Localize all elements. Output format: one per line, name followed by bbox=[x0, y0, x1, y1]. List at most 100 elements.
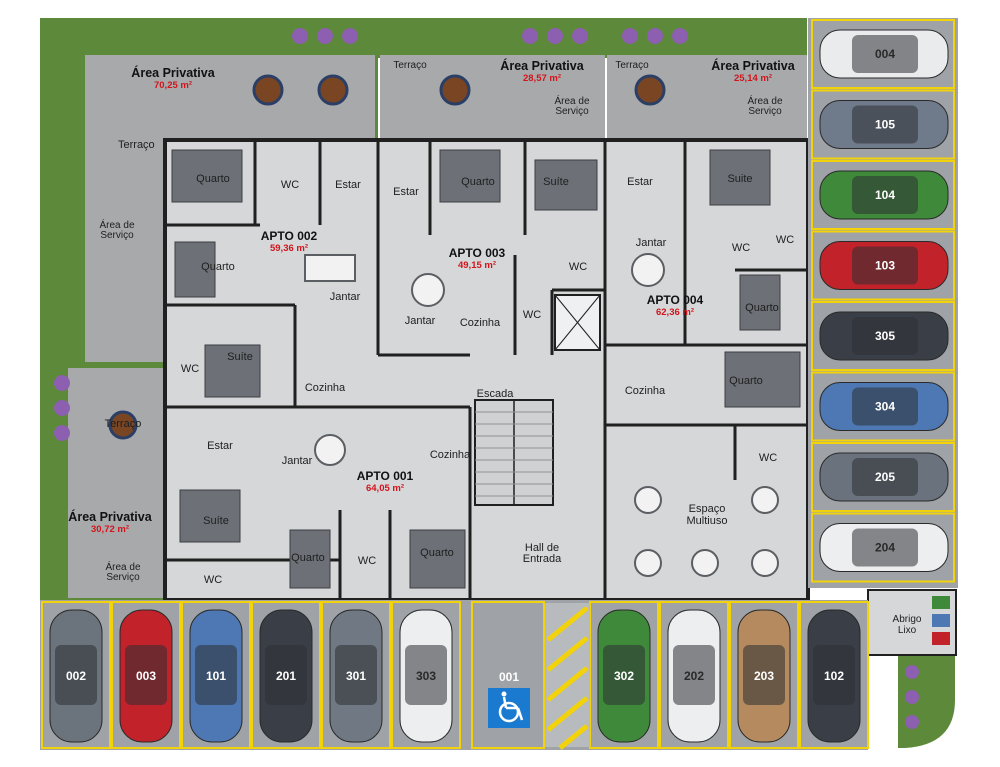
cozinha-label-003: Cozinha bbox=[460, 317, 501, 329]
car-102: 102 bbox=[807, 609, 861, 743]
terraco-label-003: Terraço bbox=[393, 60, 427, 71]
parking-slot-003 bbox=[111, 601, 181, 749]
quarto-label-004b: Quarto bbox=[729, 375, 763, 387]
parking-slot-103 bbox=[811, 230, 955, 301]
private-area-title-002: Área Privativa bbox=[131, 65, 215, 80]
wc-label-004b: WC bbox=[776, 234, 794, 246]
parking-number-202: 202 bbox=[684, 669, 704, 683]
servico-label-002a: Área de bbox=[99, 218, 134, 231]
car-204: 204 bbox=[819, 523, 949, 572]
parking-slot-303 bbox=[391, 601, 461, 749]
terraco-label-002: Terraço bbox=[118, 139, 155, 151]
private-area-value-001: 30,72 m² bbox=[91, 524, 129, 535]
wc-label-003a: WC bbox=[569, 261, 587, 273]
wc-label-003b: WC bbox=[523, 309, 541, 321]
parking-slot-301 bbox=[321, 601, 391, 749]
garbage-shelter bbox=[867, 589, 957, 656]
parking-number-305: 305 bbox=[875, 329, 895, 343]
car-205: 205 bbox=[819, 452, 949, 502]
car-302: 302 bbox=[597, 609, 651, 743]
patio-table-icon bbox=[108, 74, 666, 440]
private-area-labels: Área Privativa 70,25 m² Área Privativa 2… bbox=[68, 58, 795, 535]
private-area-title-004: Área Privativa bbox=[711, 58, 795, 73]
hall-label-2: Entrada bbox=[523, 553, 562, 565]
parking-slot-104 bbox=[811, 160, 955, 230]
parking-number-103: 103 bbox=[875, 259, 895, 273]
parking-number-204: 204 bbox=[875, 541, 895, 555]
car-301: 301 bbox=[329, 609, 383, 743]
car-103: 103 bbox=[819, 241, 949, 290]
building-floor bbox=[163, 138, 810, 602]
parking-slot-101 bbox=[181, 601, 251, 749]
abrigo-label-1: Abrigo bbox=[893, 614, 922, 625]
car-201: 201 bbox=[259, 609, 313, 743]
private-area-value-003: 28,57 m² bbox=[523, 73, 561, 84]
servico-label-003a: Área de bbox=[554, 94, 589, 107]
parking-number-101: 101 bbox=[206, 669, 226, 683]
parking-number-004: 004 bbox=[875, 47, 895, 61]
terraco-label-004: Terraço bbox=[615, 60, 649, 71]
private-area-title-003: Área Privativa bbox=[500, 58, 584, 73]
espaco-label-1: Espaço bbox=[689, 503, 726, 515]
bed-icon bbox=[171, 149, 801, 589]
wc-label-multi: WC bbox=[759, 452, 777, 464]
cozinha-label-001: Cozinha bbox=[430, 449, 471, 461]
parking-number-301: 301 bbox=[346, 669, 366, 683]
parking-slot-202 bbox=[659, 601, 729, 749]
apto-003-title: APTO 003 bbox=[449, 246, 506, 260]
parking-number-102: 102 bbox=[824, 669, 844, 683]
servico-label-003b: Serviço bbox=[555, 106, 589, 117]
parking-slot-105 bbox=[811, 89, 955, 160]
quarto-label-001b: Quarto bbox=[420, 547, 454, 559]
suite-label-003: Suíte bbox=[543, 176, 569, 188]
car-105: 105 bbox=[819, 100, 949, 149]
wheelchair-icon bbox=[488, 688, 530, 728]
estar-label-001: Estar bbox=[207, 440, 233, 452]
jantar-label-001: Jantar bbox=[282, 455, 313, 467]
car-104: 104 bbox=[819, 170, 949, 220]
wc-label-002b: WC bbox=[181, 363, 199, 375]
parking-slot-204 bbox=[811, 512, 955, 583]
apto-002-title: APTO 002 bbox=[261, 229, 318, 243]
parking-slot-002 bbox=[41, 601, 111, 749]
parking-right: 004 105 104 103 305 304 205 204 bbox=[808, 18, 958, 588]
parking-number-304: 304 bbox=[875, 400, 895, 414]
parking-number-104: 104 bbox=[875, 188, 895, 202]
apto-004-area: 62,36 m² bbox=[656, 307, 694, 318]
parking-slot-201 bbox=[251, 601, 321, 749]
elevator-icon bbox=[554, 294, 601, 351]
apto-002-area: 59,36 m² bbox=[270, 243, 308, 254]
estar-label-002: Estar bbox=[335, 179, 361, 191]
estar-label-003: Estar bbox=[393, 186, 419, 198]
servico-label-002b: Serviço bbox=[100, 230, 134, 241]
car-305: 305 bbox=[819, 311, 949, 361]
parking-slot-102 bbox=[799, 601, 869, 749]
car-002: 002 bbox=[49, 609, 103, 743]
abrigo-label-2: Lixo bbox=[898, 625, 917, 636]
quarto-label-002b: Quarto bbox=[201, 261, 235, 273]
parking-number-002: 002 bbox=[66, 669, 86, 683]
wc-label-004a: WC bbox=[732, 242, 750, 254]
car-303: 303 bbox=[399, 609, 453, 743]
car-203: 203 bbox=[737, 609, 791, 743]
stairs-icon bbox=[474, 399, 554, 506]
apto-003-area: 49,15 m² bbox=[458, 260, 496, 271]
dining-table-icon bbox=[304, 253, 779, 577]
parking-number-105: 105 bbox=[875, 118, 895, 132]
escada-label: Escada bbox=[477, 388, 515, 400]
parking-number-003: 003 bbox=[136, 669, 156, 683]
parking-number-302: 302 bbox=[614, 669, 634, 683]
car-003: 003 bbox=[119, 609, 173, 743]
hall-label-1: Hall de bbox=[525, 542, 559, 554]
suite-label-002: Suíte bbox=[227, 351, 253, 363]
parking-slot-304 bbox=[811, 371, 955, 442]
apto-004-title: APTO 004 bbox=[647, 293, 704, 307]
servico-label-001a: Área de bbox=[105, 560, 140, 573]
suite-label-004: Suite bbox=[727, 173, 752, 185]
car-004: 004 bbox=[819, 29, 949, 79]
parking-number-201: 201 bbox=[276, 669, 296, 683]
quarto-label-001a: Quarto bbox=[291, 552, 325, 564]
apartment-labels: APTO 002 59,36 m² APTO 003 49,15 m² APTO… bbox=[261, 229, 704, 494]
private-area-title-001: Área Privativa bbox=[68, 509, 152, 524]
servico-label-001b: Serviço bbox=[106, 572, 140, 583]
